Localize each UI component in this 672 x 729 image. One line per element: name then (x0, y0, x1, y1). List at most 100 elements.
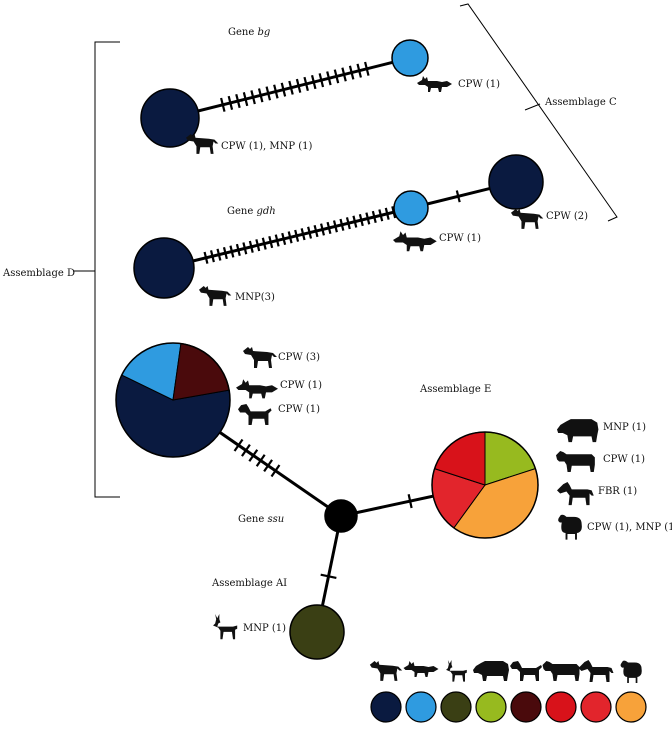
gdh-tick-a-23 (345, 217, 351, 230)
gdh-tick-a-9 (255, 239, 261, 252)
gdh-tick-a-2 (209, 250, 215, 263)
gdh-tick-a-8 (248, 240, 254, 253)
gdh-tick-b-1 (455, 190, 461, 203)
ssu-tick-d-2 (241, 443, 251, 457)
gdh-node-c-fox (393, 190, 429, 226)
ssu-tick-d-6 (270, 464, 281, 478)
label-ai-deer: MNP (1) (243, 623, 286, 634)
bg-tick-13 (310, 75, 317, 90)
gdh-tick-a-5 (229, 245, 235, 258)
bg-tick-19 (356, 63, 362, 78)
gdh-tick-a-25 (358, 213, 364, 227)
gene-gdh-title: Gene gdh (227, 206, 276, 217)
gdh-tick-a-16 (300, 228, 306, 241)
gdh-tick-a-19 (320, 223, 325, 236)
label-e-sheep: CPW (1), MNP (1) (587, 522, 672, 533)
bg-wolf-icon (186, 133, 219, 154)
ssu-node-ai (289, 604, 345, 660)
legend-horse-icon (578, 660, 614, 682)
assemblage-e-label: Assemblage E (419, 384, 491, 395)
e-boar-icon (557, 419, 599, 443)
gdh-tick-a-7 (242, 242, 248, 255)
bg-tick-10 (288, 80, 294, 95)
label-gdh-fox: CPW (1) (439, 233, 481, 244)
legend (369, 660, 647, 723)
gdh-tick-a-28 (378, 209, 384, 222)
legend-swatch-lime (475, 691, 507, 723)
e-sheep-icon (558, 514, 582, 540)
legend-sheep-icon (620, 660, 642, 683)
gdh-tick-a-18 (313, 224, 319, 238)
label-e-cow: CPW (1) (603, 454, 645, 465)
assemblage-c-label: Assemblage C (544, 97, 617, 108)
bg-tick-4 (242, 92, 249, 107)
assemblage-ai-label: Assemblage AI (211, 578, 287, 589)
bg-tick-6 (257, 88, 264, 103)
ssu-tick-d-5 (263, 459, 273, 473)
legend-dog-icon (510, 661, 542, 681)
label-bg-fox: CPW (1) (458, 79, 500, 90)
assemblage-c-bracket-stem (524, 103, 541, 111)
gdh-wolf-right-icon (511, 208, 544, 229)
label-ssu-wolf: CPW (3) (278, 352, 320, 363)
network-edges (163, 56, 517, 633)
legend-swatch-light_blue (405, 691, 437, 723)
bg-tick-7 (265, 86, 272, 101)
bg-tick-2 (227, 95, 234, 110)
legend-wild-boar-icon (473, 661, 509, 681)
legend-swatch-olive (440, 691, 472, 723)
legend-roe-deer-icon (446, 660, 467, 682)
ssu-tick-ai-1 (320, 573, 337, 580)
ssu-pie-d-slice-3 (172, 342, 230, 401)
gdh-node-c-wolf (488, 154, 544, 210)
legend-swatch-maroon (510, 691, 542, 723)
gdh-tick-a-29 (384, 207, 390, 220)
gdh-tick-a-30 (391, 206, 397, 219)
bg-tick-17 (341, 67, 347, 82)
label-gdh-wolf-right: CPW (2) (546, 211, 588, 222)
ssu-fox-icon (236, 379, 278, 399)
ai-deer-icon (213, 614, 238, 640)
legend-cow-icon (542, 661, 580, 681)
gdh-tick-a-17 (307, 226, 313, 239)
gdh-tick-a-15 (294, 229, 300, 242)
legend-swatch-navy (370, 691, 402, 723)
assemblage-c-bracket (459, 3, 618, 222)
gdh-tick-a-10 (261, 237, 267, 250)
bg-tick-9 (280, 82, 287, 97)
legend-wolf-icon (369, 660, 403, 681)
gdh-tick-a-13 (281, 232, 287, 246)
assemblage-d-label: Assemblage D (2, 268, 75, 279)
gdh-wolf-left-icon (199, 285, 232, 306)
e-horse-icon (557, 482, 594, 506)
bg-tick-11 (295, 78, 302, 93)
bg-tick-8 (273, 84, 279, 99)
bg-node-d (140, 88, 200, 148)
bg-tick-16 (333, 69, 340, 84)
gdh-node-d (133, 237, 195, 299)
ssu-pie-d-outline (115, 342, 231, 458)
ssu-pie-e-outline (431, 431, 539, 539)
e-cow-icon (556, 451, 595, 473)
legend-swatch-red2 (580, 691, 612, 723)
label-ssu-fox: CPW (1) (280, 380, 322, 391)
label-e-boar: MNP (1) (603, 422, 646, 433)
bg-fox-icon (417, 76, 452, 92)
bg-tick-12 (303, 76, 309, 92)
label-gdh-wolf-left: MNP(3) (235, 292, 275, 303)
host-icons (186, 76, 599, 640)
legend-swatch-red (545, 691, 577, 723)
gdh-tick-a-22 (339, 218, 345, 231)
legend-swatch-orange (615, 691, 647, 723)
gdh-tick-a-1 (203, 251, 209, 264)
bg-tick-3 (235, 93, 241, 109)
label-ssu-dog: CPW (1) (278, 404, 320, 415)
gdh-tick-a-3 (216, 248, 222, 261)
ssu-tick-d-4 (255, 454, 266, 467)
label-bg-wolf: CPW (1), MNP (1) (221, 141, 313, 152)
gdh-tick-a-20 (326, 221, 332, 235)
assemblage-brackets (73, 3, 618, 498)
ssu-tick-d-1 (233, 438, 244, 452)
ssu-tick-e-1 (407, 494, 413, 509)
gdh-tick-a-6 (235, 243, 241, 257)
